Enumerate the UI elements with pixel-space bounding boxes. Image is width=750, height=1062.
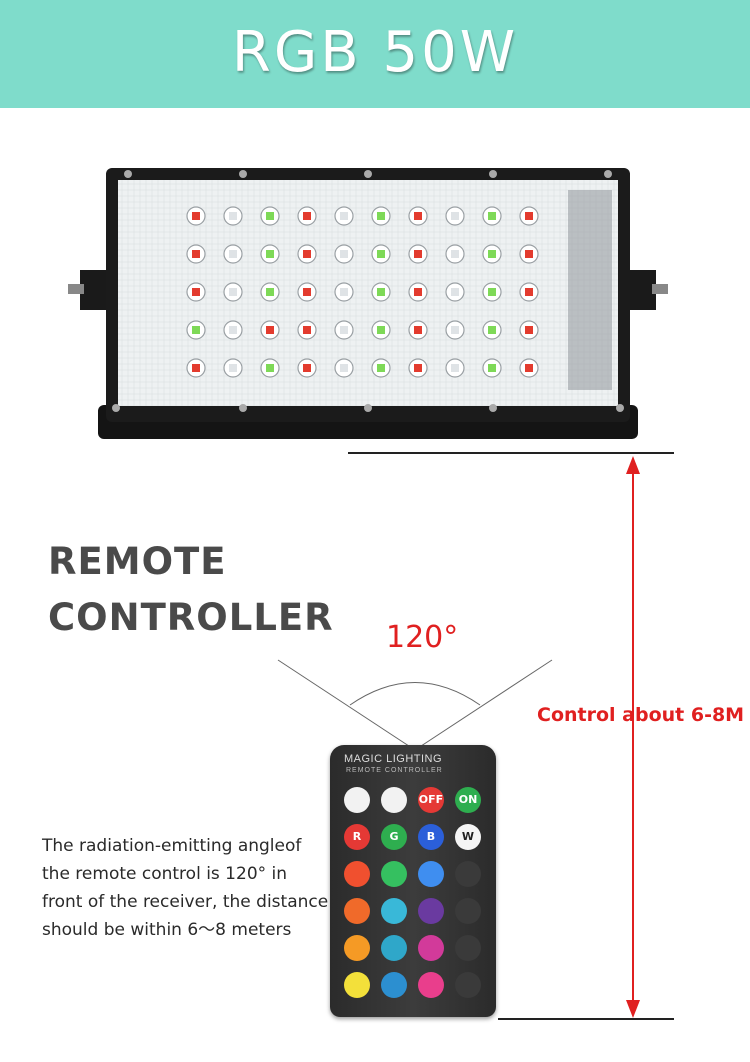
distance-bottom-line <box>498 1018 674 1020</box>
remote-key[interactable]: B <box>418 824 444 850</box>
led-chip <box>340 364 348 372</box>
led-chip <box>266 288 274 296</box>
led-chip <box>377 288 385 296</box>
led-chip <box>303 288 311 296</box>
description-line: should be within 6～8 meters <box>42 920 292 940</box>
description-line: the remote control is 120° in <box>42 864 288 884</box>
led-chip <box>414 326 422 334</box>
flood-light-image <box>68 168 668 439</box>
remote-key[interactable] <box>381 972 407 998</box>
banner-title: RGB 50W <box>231 20 519 85</box>
remote-key[interactable] <box>381 935 407 961</box>
remote-key[interactable] <box>418 972 444 998</box>
brightness-down-icon[interactable] <box>381 787 407 813</box>
angle-diagram <box>277 659 553 751</box>
led-chip <box>451 364 459 372</box>
led-chip <box>303 326 311 334</box>
brightness-up-icon[interactable] <box>344 787 370 813</box>
led-chip <box>266 212 274 220</box>
angle-label: 120° <box>386 620 459 655</box>
remote-key[interactable] <box>344 972 370 998</box>
led-chip <box>525 288 533 296</box>
led-chip <box>525 212 533 220</box>
remote-key[interactable] <box>418 861 444 887</box>
description-line: The radiation-emitting angleof <box>42 836 302 856</box>
remote-key-label: W <box>461 830 475 843</box>
led-chip <box>340 326 348 334</box>
led-chip <box>340 288 348 296</box>
led-chip <box>414 288 422 296</box>
description: The radiation-emitting angleof the remot… <box>42 832 342 944</box>
heading-remote: REMOTE <box>48 540 227 583</box>
remote-key[interactable] <box>344 898 370 924</box>
led-chip <box>414 212 422 220</box>
led-chip <box>377 212 385 220</box>
distance-label: Control about 6-8M <box>537 704 745 726</box>
led-chip <box>488 288 496 296</box>
remote-key[interactable] <box>344 935 370 961</box>
led-chip <box>488 212 496 220</box>
led-chip <box>192 364 200 372</box>
remote-key-label: ON <box>458 793 478 806</box>
led-chip <box>266 364 274 372</box>
led-chip <box>192 288 200 296</box>
led-chip <box>488 250 496 258</box>
led-chip <box>229 212 237 220</box>
remote-key[interactable] <box>381 861 407 887</box>
remote-subtitle: REMOTE CONTROLLER <box>346 767 443 774</box>
led-chip <box>229 288 237 296</box>
remote-key[interactable]: W <box>455 824 481 850</box>
led-chip <box>451 288 459 296</box>
led-chip <box>266 326 274 334</box>
led-chip <box>451 326 459 334</box>
remote-key-label: R <box>352 830 362 843</box>
led-chip <box>414 250 422 258</box>
mode-icon[interactable] <box>455 898 481 924</box>
led-chip <box>525 250 533 258</box>
description-line: front of the receiver, the distance <box>42 892 329 912</box>
led-chip <box>229 364 237 372</box>
title-banner: RGB 50W <box>0 0 750 108</box>
led-chip <box>229 326 237 334</box>
led-chip <box>414 364 422 372</box>
led-chip <box>451 212 459 220</box>
led-chip <box>451 250 459 258</box>
led-chip <box>488 326 496 334</box>
led-chip <box>266 250 274 258</box>
mode-icon[interactable] <box>455 972 481 998</box>
led-chip <box>192 326 200 334</box>
led-chip <box>377 364 385 372</box>
led-chip <box>340 212 348 220</box>
led-chip <box>488 364 496 372</box>
heading-controller: CONTROLLER <box>48 596 334 639</box>
remote-key[interactable] <box>381 898 407 924</box>
led-chip <box>192 212 200 220</box>
remote-key[interactable] <box>418 898 444 924</box>
led-chip <box>303 364 311 372</box>
remote-controller-image: MAGIC LIGHTING REMOTE CONTROLLER OFF ON R G… <box>330 745 496 1017</box>
remote-key-label: G <box>389 830 399 843</box>
led-chip <box>377 250 385 258</box>
led-chip <box>525 364 533 372</box>
led-chip <box>303 212 311 220</box>
led-chip <box>377 326 385 334</box>
distance-top-line <box>348 452 674 454</box>
led-chip <box>340 250 348 258</box>
led-chip <box>229 250 237 258</box>
remote-key-label: B <box>426 830 436 843</box>
distance-arrow <box>626 456 640 1018</box>
remote-key[interactable] <box>344 861 370 887</box>
remote-key[interactable] <box>418 935 444 961</box>
led-chip <box>303 250 311 258</box>
led-chip <box>525 326 533 334</box>
mode-icon[interactable] <box>455 861 481 887</box>
remote-key[interactable]: G <box>381 824 407 850</box>
remote-key-label: OFF <box>418 793 444 806</box>
power-icon[interactable]: ON <box>455 787 481 813</box>
mode-icon[interactable] <box>455 935 481 961</box>
power-icon[interactable]: OFF <box>418 787 444 813</box>
remote-key[interactable]: R <box>344 824 370 850</box>
led-chip <box>192 250 200 258</box>
remote-brand: MAGIC LIGHTING <box>344 753 443 765</box>
